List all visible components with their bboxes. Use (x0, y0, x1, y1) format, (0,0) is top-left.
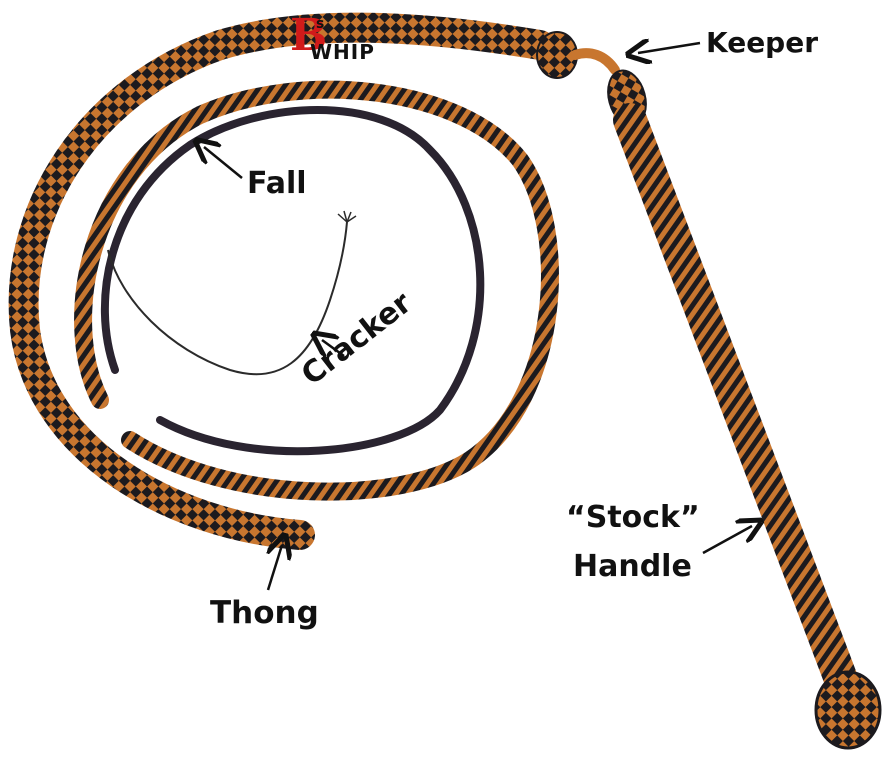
cracker-tassel (337, 210, 357, 223)
cracker-string (107, 221, 348, 376)
thong-arrow (268, 545, 282, 591)
logo-superscript: s (316, 16, 325, 32)
keeper-label: Keeper (706, 26, 819, 59)
brand-logo: B s WHIP (290, 14, 410, 70)
cracker-arrow (322, 340, 345, 356)
thong-label: Thong (210, 595, 319, 631)
thong-outer-coil (8, 12, 555, 550)
fall-arrow (204, 147, 243, 179)
fall-strap (101, 106, 485, 456)
keeper-loop (570, 48, 620, 75)
handle-label: Handle (573, 549, 692, 584)
handle-end-knob (814, 670, 882, 750)
stock-label: “Stock” (566, 500, 700, 535)
handle-arrow (702, 526, 752, 555)
logo-initial: B (290, 10, 328, 61)
fall-label: Fall (247, 166, 307, 201)
stock-handle (613, 103, 862, 707)
logo-word: WHIP (310, 40, 375, 64)
keeper-arrow (638, 43, 701, 53)
thong-inner-coil (74, 80, 559, 501)
